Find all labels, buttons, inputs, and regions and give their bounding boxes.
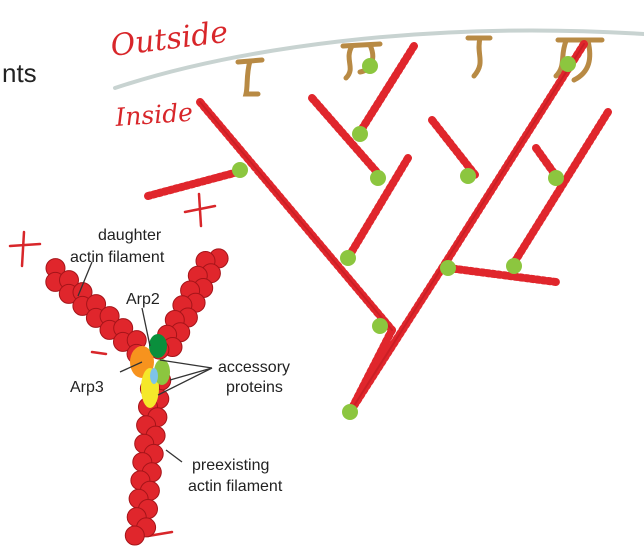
leader-lines <box>77 261 213 463</box>
accessory-blob-blue <box>150 368 158 384</box>
actin-network <box>144 40 612 416</box>
network-filament-l <box>444 264 560 286</box>
accessory-blob-green <box>154 359 170 385</box>
arp-complexes <box>232 56 576 420</box>
minus-mark-1 <box>90 350 108 356</box>
network-filament-j <box>508 108 612 270</box>
network-filament-f <box>344 154 412 262</box>
network-filament-g <box>442 40 588 266</box>
annotation-outside: Outside <box>109 15 230 64</box>
network-filament-h <box>346 258 450 416</box>
label-accessory-1: accessory <box>218 359 290 376</box>
diagram-labels: daughter actin filament Arp2 Arp3 access… <box>70 227 290 495</box>
arp-cluster <box>130 334 170 408</box>
label-accessory-2: proteins <box>226 379 283 396</box>
network-filament-a <box>196 98 396 334</box>
arp2-blob <box>149 334 167 358</box>
cell-membrane <box>113 28 644 90</box>
network-filament-i <box>428 116 480 180</box>
slide-title-fragment: nts <box>2 58 37 88</box>
plus-mark-1 <box>183 192 217 228</box>
label-arp2: Arp2 <box>126 291 160 308</box>
label-preexisting-2: actin filament <box>188 478 283 495</box>
label-preexisting-1: preexisting <box>192 457 269 474</box>
network-filament-d <box>308 94 386 182</box>
label-daughter-1: daughter <box>98 227 162 244</box>
network-filament-c <box>144 168 242 200</box>
daughter-filament-beads <box>45 258 147 364</box>
annotation-inside: Inside <box>113 98 193 132</box>
label-daughter-2: actin filament <box>70 249 165 266</box>
network-filament-e <box>356 42 418 136</box>
label-arp3: Arp3 <box>70 379 104 396</box>
plus-mark-2 <box>8 230 42 268</box>
polarity-marks <box>8 192 217 538</box>
actin-bead <box>124 525 145 546</box>
